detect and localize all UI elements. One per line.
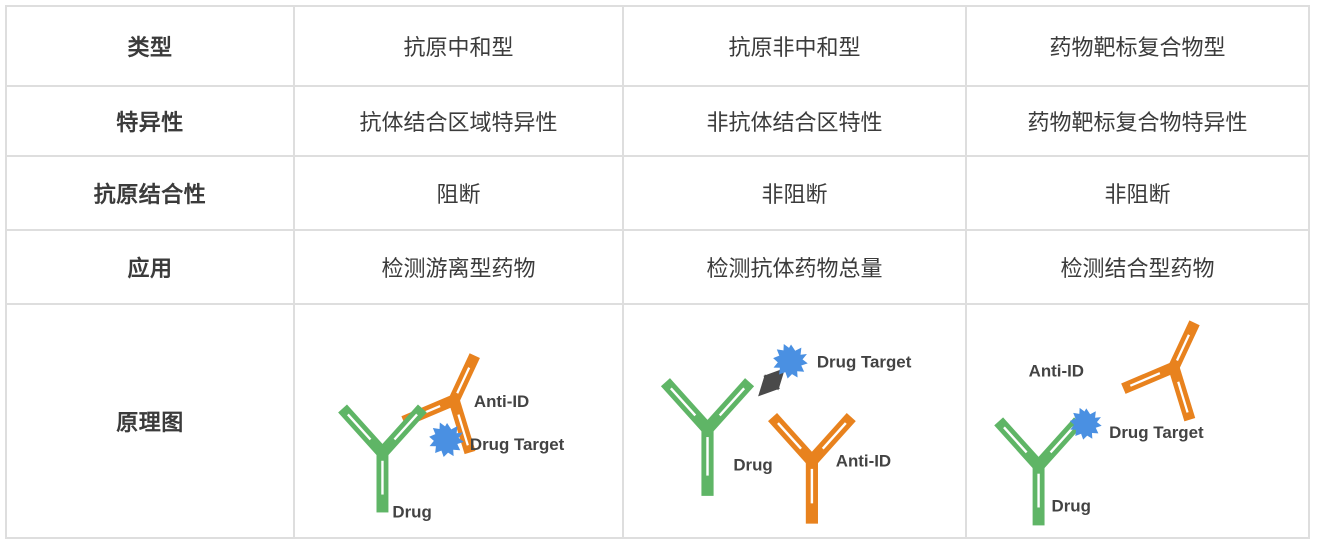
cell-type-col1: 抗原中和型 <box>293 5 624 87</box>
drug-target-star-blue <box>1069 407 1102 440</box>
anti-id-antibody-orange <box>1121 320 1200 422</box>
row-label-antigen-binding: 抗原结合性 <box>5 155 295 231</box>
cell-type-col3: 药物靶标复合物型 <box>965 5 1310 87</box>
drug-target-complex-diagram: Anti-ID Drug Target Drug <box>994 320 1204 526</box>
cell-application-col1: 检测游离型药物 <box>293 229 624 305</box>
drug-antibody-green <box>994 417 1083 526</box>
diagram-cell-antigen-neutralizing: Anti-ID Drug Target Drug <box>293 303 624 539</box>
drug-antibody-green <box>338 404 427 513</box>
diagram-cell-drug-target-complex: Anti-ID Drug Target Drug <box>965 303 1310 539</box>
label-drug-target: Drug Target <box>1109 423 1204 442</box>
drug-target-star-blue <box>773 343 808 379</box>
label-drug-target: Drug Target <box>817 352 912 371</box>
cell-type-col2: 抗原非中和型 <box>622 5 967 87</box>
label-drug: Drug <box>1052 496 1091 515</box>
antigen-non-neutralizing-diagram: Drug Target Drug Anti-ID <box>660 343 912 524</box>
label-anti-id: Anti-ID <box>474 392 529 411</box>
cell-specificity-col2: 非抗体结合区特性 <box>622 85 967 157</box>
table-row-schematic: 原理图 <box>5 303 1310 539</box>
cell-specificity-col1: 抗体结合区域特异性 <box>293 85 624 157</box>
row-label-application: 应用 <box>5 229 295 305</box>
table-row-antigen-binding: 抗原结合性 阻断 非阻断 非阻断 <box>5 155 1310 231</box>
diagram-cell-antigen-non-neutralizing: Drug Target Drug Anti-ID <box>622 303 967 539</box>
drug-target-star-blue <box>429 422 464 457</box>
label-drug-target: Drug Target <box>470 435 565 454</box>
cell-antigen-binding-col1: 阻断 <box>293 155 624 231</box>
cell-antigen-binding-col3: 非阻断 <box>965 155 1310 231</box>
antibody-comparison-table: 类型 抗原中和型 抗原非中和型 药物靶标复合物型 特异性 抗体结合区域特异性 非… <box>5 5 1310 539</box>
anti-id-antibody-orange <box>401 353 480 455</box>
label-drug: Drug <box>392 502 431 521</box>
table-row-type: 类型 抗原中和型 抗原非中和型 药物靶标复合物型 <box>5 5 1310 87</box>
row-label-type: 类型 <box>5 5 295 87</box>
row-label-specificity: 特异性 <box>5 85 295 157</box>
double-arrow <box>758 368 786 397</box>
cell-application-col3: 检测结合型药物 <box>965 229 1310 305</box>
drug-antibody-green <box>660 378 755 496</box>
label-anti-id: Anti-ID <box>836 452 891 471</box>
label-anti-id: Anti-ID <box>1029 361 1084 380</box>
table-row-application: 应用 检测游离型药物 检测抗体药物总量 检测结合型药物 <box>5 229 1310 305</box>
cell-antigen-binding-col2: 非阻断 <box>622 155 967 231</box>
row-label-schematic: 原理图 <box>5 303 295 539</box>
table-row-specificity: 特异性 抗体结合区域特异性 非抗体结合区特性 药物靶标复合物特异性 <box>5 85 1310 157</box>
antigen-neutralizing-diagram: Anti-ID Drug Target Drug <box>338 353 565 521</box>
cell-specificity-col3: 药物靶标复合物特异性 <box>965 85 1310 157</box>
anti-id-antibody-orange <box>768 412 856 524</box>
cell-application-col2: 检测抗体药物总量 <box>622 229 967 305</box>
label-drug: Drug <box>733 456 772 475</box>
